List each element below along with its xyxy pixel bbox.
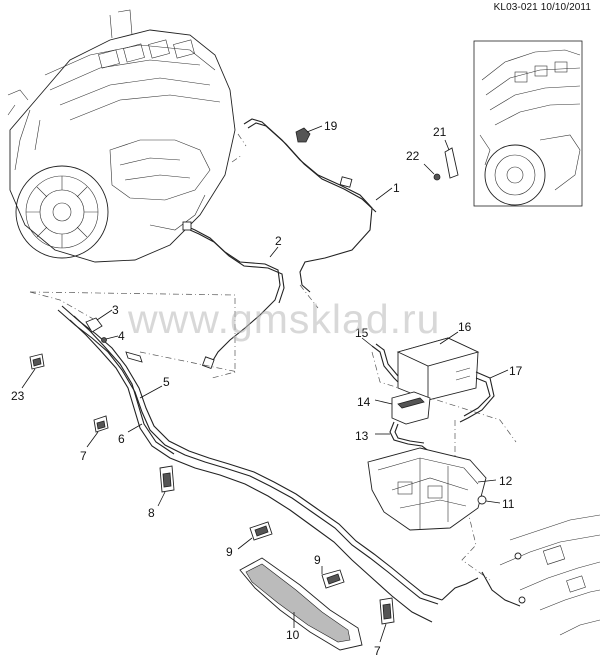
hose-part-13 [375,421,431,453]
evap-canister-part-16 [396,331,480,401]
callout-19: 19 [324,119,338,133]
callout-9-right: 9 [314,553,321,567]
bracket-part-21 [444,139,459,179]
clip-part-7-upper [86,415,109,448]
callout-9-left: 9 [226,545,233,559]
callout-13: 13 [355,429,369,443]
callout-labels: 1 2 3 4 5 6 7 7 8 9 9 10 11 12 13 14 15 … [11,119,523,658]
hose-part-17 [459,369,509,423]
bolt-part-11 [477,495,501,505]
nut-part-19 [295,125,323,143]
pipe-clamp [125,351,143,363]
callout-16: 16 [458,320,472,334]
engine-illustration [7,9,236,263]
callout-7-lower: 7 [374,644,381,658]
clip-part-23 [21,353,45,389]
callout-2: 2 [275,234,282,248]
clip-part-7-lower [379,597,395,643]
clip-part-8 [157,465,175,507]
inset-engine-illustration [473,40,583,207]
purge-valve-part-14 [374,391,431,425]
callout-5: 5 [163,375,170,389]
reference-code: KL03-021 10/10/2011 [493,2,591,13]
callout-14: 14 [357,395,371,409]
callout-8: 8 [148,506,155,520]
connector-part-3 [85,309,113,333]
callout-17: 17 [509,364,523,378]
callout-22: 22 [406,149,420,163]
vapor-pipe-1 [243,118,393,293]
clip-part-4 [101,335,119,343]
canister-bracket-part-12 [367,447,497,531]
callout-21: 21 [433,125,447,139]
clip-part-9-left [237,521,273,550]
callout-15: 15 [355,326,369,340]
bolt-part-22 [423,163,441,181]
callout-10: 10 [286,628,300,642]
callout-4: 4 [118,329,125,343]
vapor-pipe-2 [182,221,285,369]
watermark-text: www.gmsklad.ru [128,296,441,342]
heat-shield-part-10 [239,557,363,651]
callout-11: 11 [502,497,515,511]
callout-6: 6 [118,432,125,446]
pipe-line-6 [69,315,433,623]
pipe-line-5 [57,305,479,605]
callout-3: 3 [112,303,119,317]
clip-part-9-right [321,566,345,589]
callout-12: 12 [499,474,513,488]
hose-part-15 [361,337,399,383]
callout-1: 1 [393,181,400,195]
callout-7-upper: 7 [80,449,87,463]
callout-23: 23 [11,389,25,403]
underbody-illustration [481,514,600,636]
